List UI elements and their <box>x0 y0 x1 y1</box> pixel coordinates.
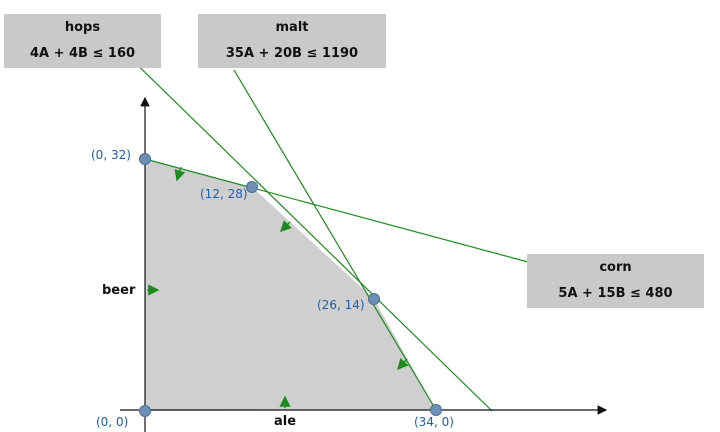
hops-constraint-inequality: 4A + 4B ≤ 160 <box>29 46 136 61</box>
x-axis-label: ale <box>274 414 297 429</box>
feasible-region <box>145 159 436 411</box>
vertex-label: (0, 32) <box>91 148 131 162</box>
malt-constraint-inequality: 35A + 20B ≤ 1190 <box>225 46 359 61</box>
vertex-0-0 <box>139 405 151 417</box>
malt-constraint-name: malt <box>275 20 309 35</box>
hops-direction-arrow <box>280 220 292 232</box>
vertex-34-0 <box>430 404 442 416</box>
hops-constraint-box: hops 4A + 4B ≤ 160 <box>4 14 161 68</box>
corn-constraint-name: corn <box>599 260 632 275</box>
corn-constraint-inequality: 5A + 15B ≤ 480 <box>558 286 673 301</box>
corn-constraint-line <box>144 158 529 263</box>
vertex-label: (34, 0) <box>414 415 454 429</box>
vertex-12-28 <box>246 181 258 193</box>
vertex-label: (26, 14) <box>317 298 365 312</box>
y-axis-label: beer <box>102 283 136 298</box>
hops-constraint-name: hops <box>64 20 101 35</box>
vertex-0-32 <box>139 153 151 165</box>
vertex-label: (12, 28) <box>200 187 248 201</box>
vertex-26-14 <box>368 293 380 305</box>
malt-direction-arrow <box>397 357 409 371</box>
malt-constraint-line <box>233 69 437 411</box>
hops-constraint-line <box>117 45 493 412</box>
malt-constraint-box: malt 35A + 20B ≤ 1190 <box>198 14 386 68</box>
corn-direction-arrow <box>174 166 186 182</box>
corn-constraint-box: corn 5A + 15B ≤ 480 <box>527 254 704 308</box>
vertex-label: (0, 0) <box>96 415 129 429</box>
